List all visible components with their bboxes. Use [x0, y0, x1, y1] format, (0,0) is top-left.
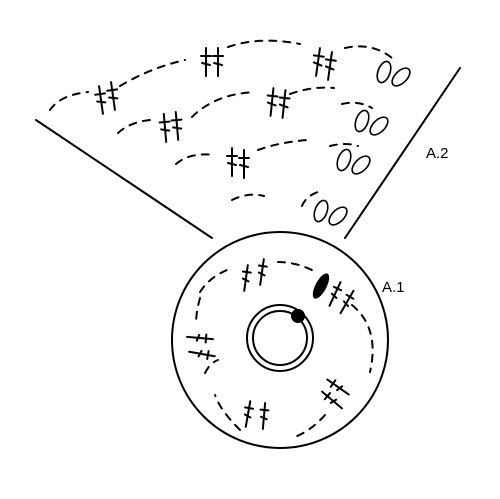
- chain-space-icon: [191, 91, 256, 118]
- chain-space-icon: [289, 86, 335, 95]
- treble-crochet-icon: [243, 400, 254, 428]
- pattern-label-a2: A.2: [426, 145, 449, 162]
- treble-crochet-icon: [186, 333, 214, 344]
- chain-space-icon: [49, 91, 89, 111]
- a1-treble-group-lower-right: [321, 378, 350, 410]
- treble-crochet-icon: [241, 264, 252, 292]
- chain-space-icon: [227, 39, 301, 48]
- chain-space-icon: [214, 394, 241, 431]
- treble-crochet-icon: [238, 149, 250, 179]
- magic-ring-icon: [246, 304, 314, 372]
- chain-space-icon: [291, 414, 326, 439]
- a2-treble-group-r1-right: [312, 47, 337, 81]
- treble-crochet-icon: [312, 47, 325, 77]
- treble-crochet-icon: [200, 47, 212, 77]
- picot-icon: [313, 199, 348, 226]
- chain-space-icon: [117, 119, 151, 134]
- chain-space-icon: [277, 261, 313, 271]
- chain-space-icon: [204, 359, 219, 374]
- slip-stitch-icon: [291, 309, 305, 323]
- treble-crochet-icon: [170, 111, 183, 141]
- outer-circle: [171, 231, 389, 449]
- treble-crochet-icon: [158, 113, 171, 143]
- chain-space-icon: [199, 267, 233, 293]
- treble-crochet-icon: [328, 281, 343, 307]
- a2-treble-group-r2-left: [158, 111, 183, 143]
- treble-crochet-icon: [226, 147, 238, 177]
- picot-icon: [336, 148, 371, 175]
- treble-crochet-icon: [259, 402, 270, 430]
- a1-treble-group-top: [241, 258, 268, 292]
- picot-icon: [354, 109, 389, 136]
- treble-crochet-icon: [339, 289, 355, 315]
- treble-crochet-icon: [266, 87, 279, 117]
- a1-treble-group-left: [186, 333, 216, 360]
- pattern-label-a1: A.1: [382, 279, 405, 296]
- a1-chain-spaces: [195, 261, 374, 439]
- a2-treble-group-r3: [226, 147, 250, 179]
- chain-space-icon: [344, 45, 393, 59]
- a2-picots: [313, 60, 411, 226]
- wedge-left-line: [35, 119, 213, 239]
- treble-crochet-icon: [188, 349, 216, 360]
- chain-space-icon: [195, 297, 201, 326]
- chain-space-icon: [301, 191, 319, 207]
- a2-treble-group-r2-mid: [266, 87, 291, 119]
- treble-crochet-icon: [326, 378, 350, 396]
- chain-space-icon: [257, 139, 309, 151]
- treble-crochet-icon: [257, 258, 268, 286]
- a1-treble-group-bottom: [243, 400, 270, 430]
- treble-crochet-icon: [106, 81, 119, 111]
- chain-space-icon: [329, 143, 359, 147]
- a2-chain-spaces: [49, 39, 393, 207]
- a1-treble-group-right: [328, 281, 355, 315]
- treble-crochet-icon: [278, 89, 291, 119]
- treble-crochet-icon: [212, 47, 224, 77]
- chain-stitch-icon: [312, 273, 330, 299]
- treble-crochet-icon: [94, 85, 107, 115]
- chain-space-icon: [351, 304, 374, 373]
- picot-icon: [376, 60, 411, 87]
- wedge-right-line: [344, 67, 461, 239]
- chain-space-icon: [175, 153, 216, 165]
- treble-crochet-icon: [324, 51, 337, 81]
- a2-treble-group-r1-left: [94, 81, 119, 115]
- a2-treble-group-r1-mid: [200, 47, 224, 77]
- chain-space-icon: [231, 193, 265, 201]
- chain-space-icon: [341, 101, 373, 109]
- chain-space-icon: [119, 59, 186, 87]
- treble-crochet-icon: [321, 390, 343, 410]
